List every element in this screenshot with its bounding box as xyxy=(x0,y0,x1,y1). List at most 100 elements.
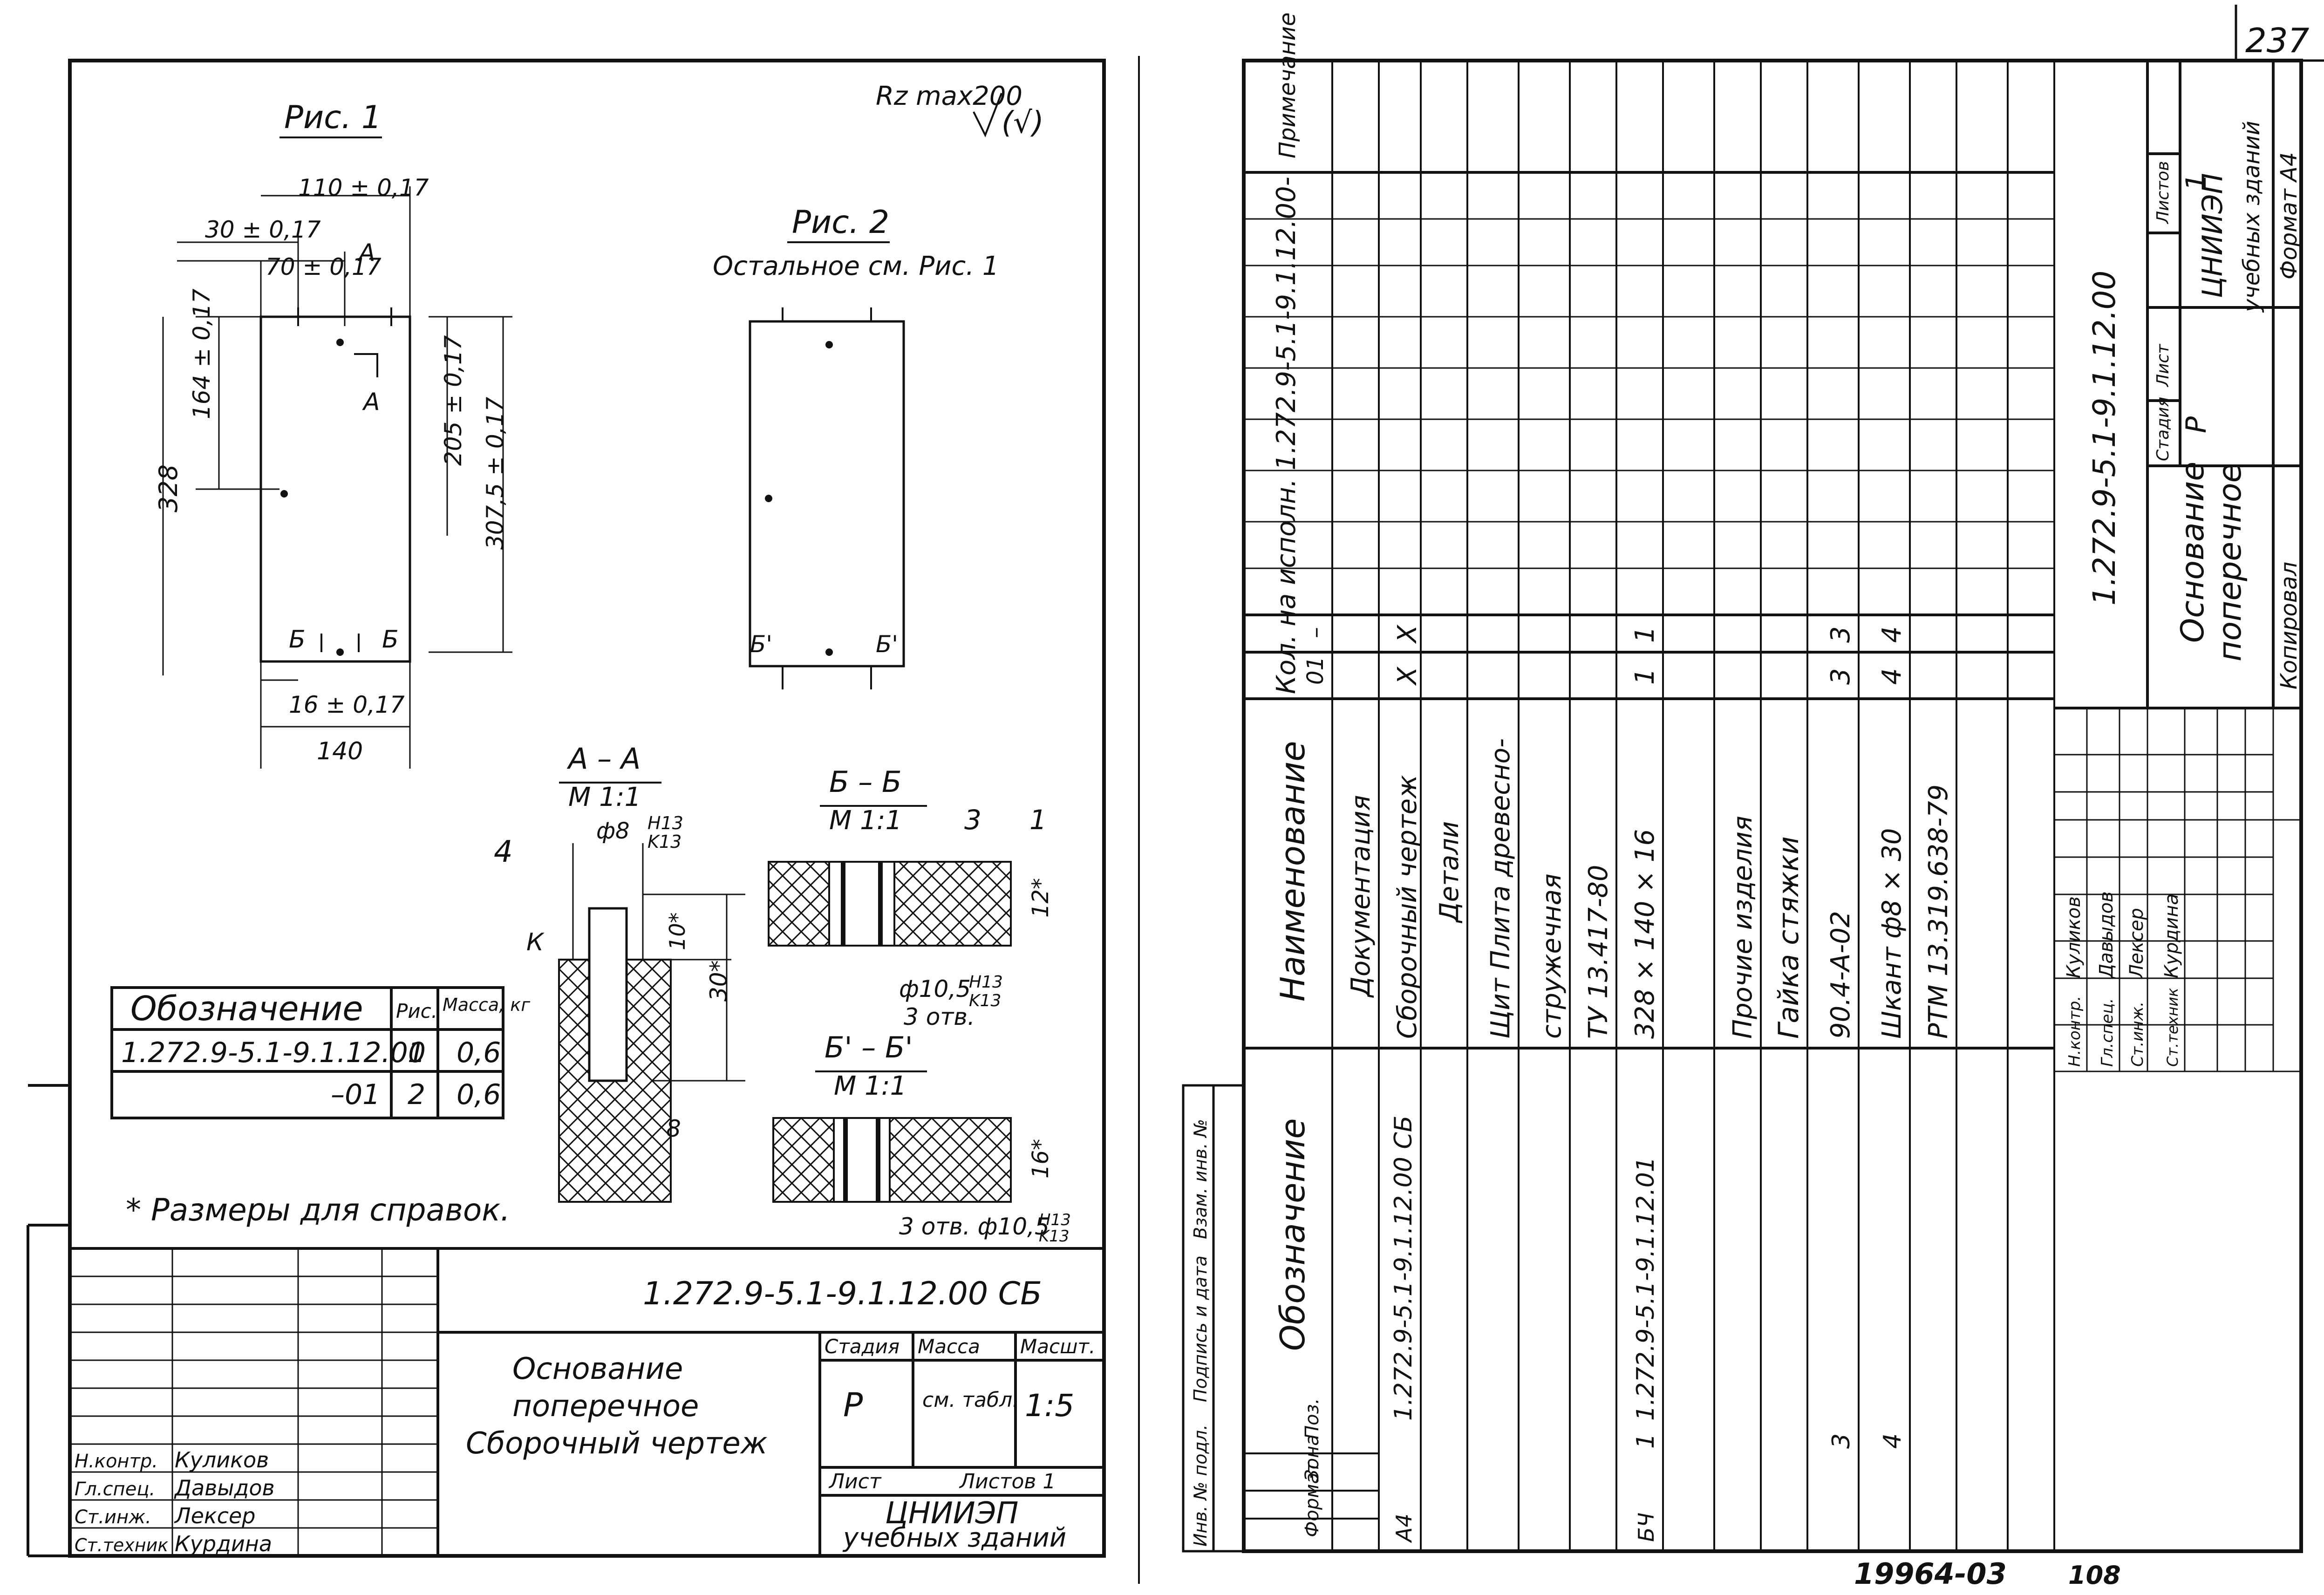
drawing-label: Гайка стяжки xyxy=(1772,836,1805,1039)
drawing-label: 8 xyxy=(666,1115,681,1142)
drawing-label: 237 xyxy=(2245,21,2310,60)
drawing-label: 01 xyxy=(1302,656,1329,685)
drawing-label: Гл.спец. xyxy=(75,1479,155,1500)
drawing-label: 1:5 xyxy=(1025,1388,1074,1424)
drawing-label: учебных зданий xyxy=(842,1523,1066,1553)
drawing-label: Н.контр. xyxy=(75,1451,158,1472)
drawing-label: 4 xyxy=(494,835,513,869)
drawing-label: Документация xyxy=(1346,795,1376,998)
page-number: 237 xyxy=(2235,5,2324,62)
section-b-b: Б – Б М 1:1 3 1 12* ф10,5 H13 K13 3 отв. xyxy=(768,765,1054,1030)
drawing-label: Б' xyxy=(876,631,898,658)
drawing-label: 1 xyxy=(1630,626,1660,643)
drawing-label: М 1:1 xyxy=(834,1071,906,1101)
drawing-label: 3 xyxy=(1827,1433,1855,1449)
drawing-label: 205 ± 0,17 xyxy=(440,335,467,466)
spec-row: стружечная xyxy=(1537,873,1567,1039)
drawing-label: 328 × 140 × 16 xyxy=(1630,829,1660,1039)
spec-row: Прочие изделия xyxy=(1728,816,1758,1039)
drawing-label: Копировал xyxy=(2276,562,2302,689)
drawing-label: – xyxy=(1302,627,1329,638)
drawing-label: Лист xyxy=(2154,344,2173,388)
drawing-label: Инв. № подл. xyxy=(1190,1425,1211,1547)
drawing-label: 328 xyxy=(154,464,183,512)
drawing-label: Основание xyxy=(512,1352,683,1386)
drawing-label: М 1:1 xyxy=(568,782,641,812)
roughness-mark: Rz max200 xyxy=(876,81,1022,111)
drawing-label: 3 xyxy=(1826,626,1856,643)
drawing-label: Давыдов xyxy=(174,1475,275,1500)
drawing-label: Стадия xyxy=(825,1335,900,1358)
drawing-label: Масса, кг xyxy=(443,995,531,1015)
left-title-block: 1.272.9-5.1-9.1.12.00 СБ Основание попер… xyxy=(70,1247,1104,1556)
spec-header-designation: Обозначение xyxy=(1273,1118,1312,1351)
drawing-label: 3 xyxy=(1826,668,1856,685)
drawing-label: Б' – Б' xyxy=(825,1030,913,1064)
drawing-label: Лексер xyxy=(174,1503,255,1528)
drawing-label: Давыдов xyxy=(2096,891,2117,979)
drawing-label: 90.4-А-02 xyxy=(1826,911,1856,1039)
drawing-label: K13 xyxy=(647,832,682,852)
drawing-label: 140 xyxy=(317,737,363,765)
drawing-label: 1 xyxy=(1630,668,1660,685)
drawing-label: 0,6 xyxy=(457,1036,501,1069)
drawing-label: 30 ± 0,17 xyxy=(205,216,321,243)
drawing-label: Основание xyxy=(2174,462,2211,643)
drawing-label: ЦНИИЭП xyxy=(885,1496,1018,1531)
drawing-label: Примечание xyxy=(1274,13,1301,158)
spec-row: А4 1.272.9-5.1-9.1.12.00 СБ Документация xyxy=(1346,795,1418,1543)
drawing-label: ф8 xyxy=(596,818,630,844)
drawing-label: ЦНИИЭП xyxy=(2196,173,2229,298)
drawing-label: Формат xyxy=(1302,1461,1323,1537)
drawing-label: Ст.техник xyxy=(2164,988,2181,1067)
right-sheet: Инв. № подл. Подпись и дата Взам. инв. №… xyxy=(1182,13,2303,1591)
drawing-label: Поз. xyxy=(1302,1398,1323,1439)
drawing-label: А4 xyxy=(1391,1513,1417,1543)
drawing-label: Детали xyxy=(1434,821,1465,924)
drawing-label: поперечное xyxy=(512,1389,699,1424)
drawing-label: Б' xyxy=(750,631,772,658)
drawing-label: Б xyxy=(382,626,399,654)
figure-1-title: Рис. 1 xyxy=(284,99,382,136)
drawing-label: Гл.спец. xyxy=(2098,998,2117,1067)
drawing-label: РТМ 13.319.638-79 xyxy=(1923,784,1954,1039)
drawing-label: 1 xyxy=(2180,173,2213,191)
drawing-label: 1 xyxy=(408,1036,425,1069)
drawing-label: Сборочный чертеж xyxy=(466,1426,768,1461)
drawing-label: учебных зданий xyxy=(2239,121,2265,313)
drawing-label: БЧ xyxy=(1634,1513,1659,1542)
mass-table: Обозначение Рис. Масса, кг 1.272.9-5.1-9… xyxy=(110,986,531,1119)
drawing-label: K13 xyxy=(969,991,1001,1010)
drawing-label: (√) xyxy=(1002,106,1044,140)
drawing-label: Р xyxy=(843,1386,863,1424)
drawing-label: 12* xyxy=(1028,878,1054,918)
section-b-prime: Б' – Б' М 1:1 16* 3 отв. ф10,5 H13 K13 xyxy=(772,1030,1071,1246)
drawing-label: Зона xyxy=(1302,1434,1323,1481)
drawing-label: Ст.техник xyxy=(75,1535,168,1555)
drawing-label: Курдина xyxy=(175,1531,272,1556)
drawing-label: Взам. инв. № xyxy=(1190,1119,1211,1239)
drawing-label: 110 ± 0,17 xyxy=(298,174,429,201)
drawing-label: Сборочный чертеж xyxy=(1392,775,1423,1039)
spec-row: Сборочный чертеж Х Х xyxy=(1392,624,1423,1039)
spec-column-lines xyxy=(1244,61,2055,1551)
drawing-label: H13 xyxy=(1039,1211,1071,1229)
left-document-code: 1.272.9-5.1-9.1.12.00 СБ xyxy=(643,1275,1042,1312)
drawing-label: Н.контр. xyxy=(2065,996,2084,1067)
drawing-label: Б xyxy=(289,626,306,654)
spec-row: РТМ 13.319.638-79 xyxy=(1923,784,1954,1039)
drawing-label: Листов 1 xyxy=(959,1470,1056,1493)
spec-row: БЧ 1 1.272.9-5.1-9.1.12.01 328 × 140 × 1… xyxy=(1630,626,1660,1542)
figure-2: Рис. 2 Остальное см. Рис. 1 Б' Б' xyxy=(713,204,999,689)
mass-table-row: 1.272.9-5.1-9.1.12.00 xyxy=(121,1036,426,1069)
drawing-label: 4 xyxy=(1877,626,1907,643)
drawing-label: Рис. xyxy=(396,1000,437,1022)
drawing-label: Формат А4 xyxy=(2276,152,2302,279)
drawing-label: 0,6 xyxy=(457,1078,501,1111)
drawing-label: 3 отв. ф10,5 xyxy=(899,1213,1050,1240)
drawing-label: А xyxy=(357,239,375,267)
right-document-code: 1.272.9-5.1-9.1.12.00 xyxy=(2086,271,2122,606)
drawing-label: 16 ± 0,17 xyxy=(289,691,405,718)
spec-row: Детали xyxy=(1434,821,1465,924)
